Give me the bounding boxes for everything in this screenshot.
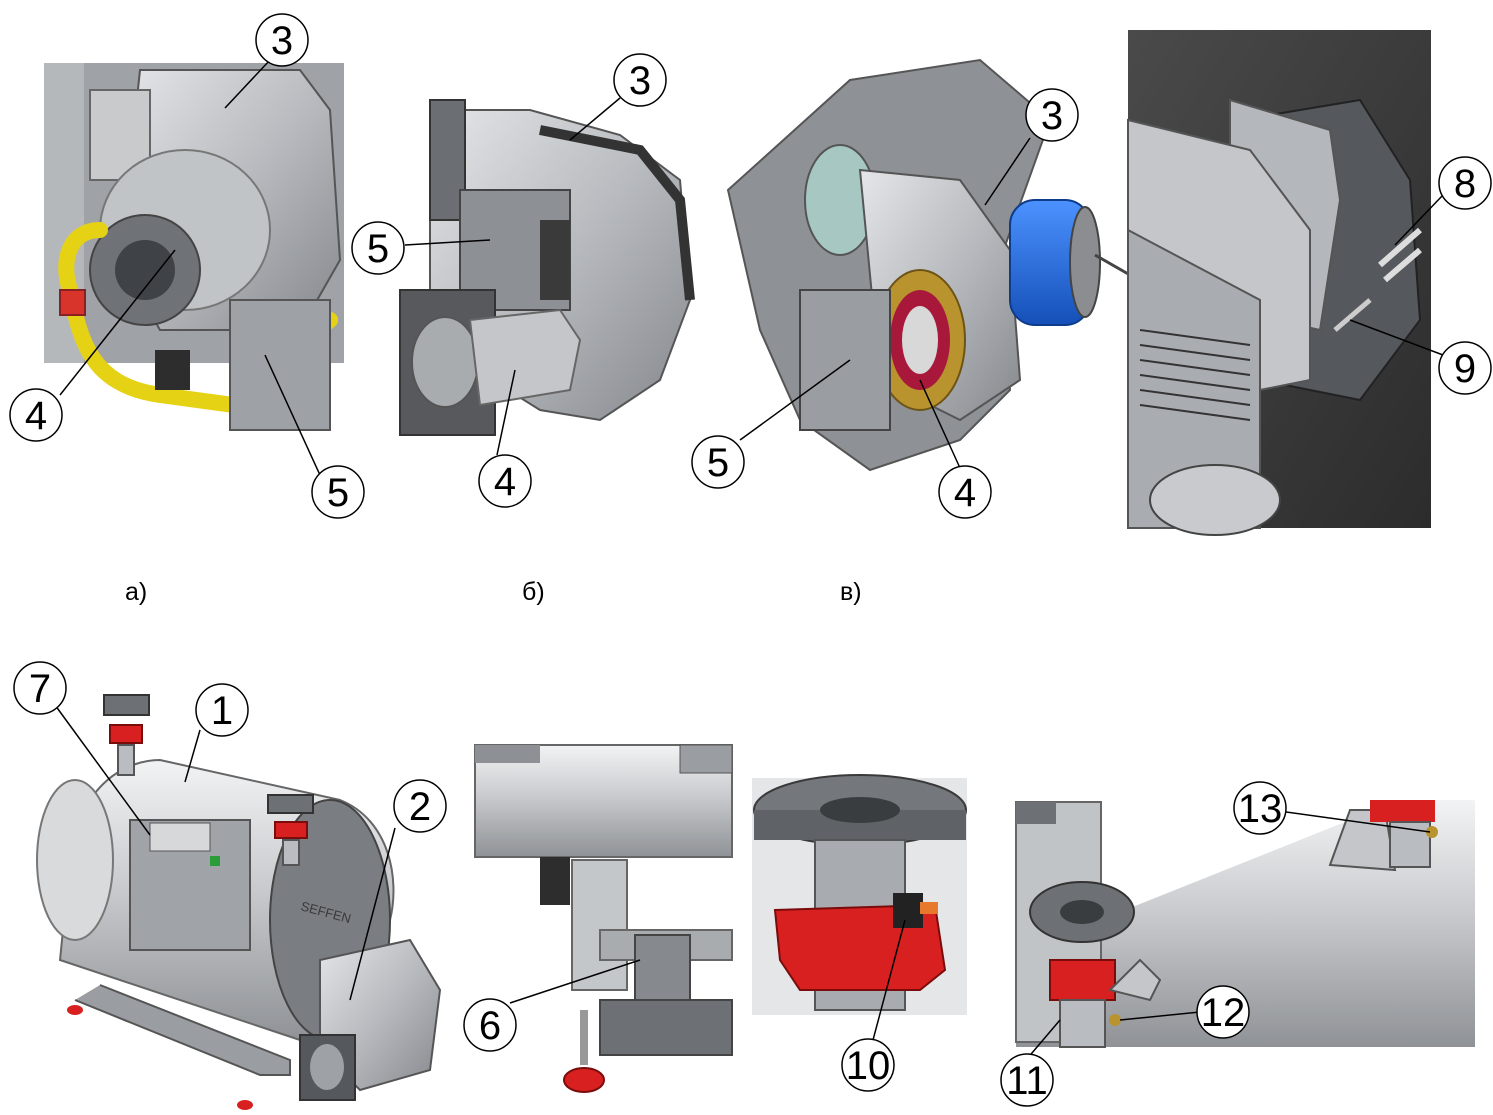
panel-g-sensor-10 — [893, 893, 923, 928]
panel-d-electrode-8 — [1378, 227, 1422, 268]
svg-text:3: 3 — [629, 59, 651, 103]
svg-text:1: 1 — [211, 689, 233, 733]
panel-f-sensor-6 — [634, 934, 691, 1001]
panel-c-burner-view — [726, 58, 1131, 472]
svg-text:4: 4 — [954, 471, 976, 515]
callout-5-panel-c: 5 — [691, 435, 745, 489]
caption-b: б) — [522, 578, 545, 606]
svg-text:2: 2 — [409, 785, 431, 829]
svg-text:5: 5 — [327, 471, 349, 515]
svg-text:9: 9 — [1454, 347, 1476, 391]
svg-text:5: 5 — [707, 441, 729, 485]
panel-d-electrode-9 — [1333, 298, 1372, 332]
panel-f-support-view — [474, 744, 733, 1093]
callout-13: 13 — [1233, 781, 1287, 835]
caption-c: в) — [840, 578, 862, 606]
callout-9: 9 — [1438, 341, 1492, 395]
panel-f-foot — [563, 1067, 605, 1093]
panel-e-base-frame — [74, 984, 291, 1076]
callout-12: 12 — [1196, 985, 1250, 1039]
callout-6: 6 — [463, 998, 517, 1052]
panel-e-flange-left — [103, 694, 150, 716]
panel-e-boiler-assembly: SEFFEN — [36, 694, 442, 1110]
panel-h-port-12 — [1109, 1014, 1121, 1026]
callout-7: 7 — [13, 661, 67, 715]
callout-4-panel-c: 4 — [938, 465, 992, 519]
callout-3-panel-c: 3 — [1025, 88, 1079, 142]
callout-1: 1 — [195, 683, 249, 737]
panel-e-flange-right — [267, 794, 314, 814]
callout-3-panel-b: 3 — [613, 53, 667, 107]
panel-d-detail-view — [1127, 30, 1431, 536]
svg-text:3: 3 — [271, 19, 293, 63]
panel-a-gas-valve — [229, 299, 331, 431]
callout-leaders — [54, 59, 1444, 1061]
panel-h-top-detail — [1015, 800, 1475, 1048]
svg-text:6: 6 — [479, 1004, 501, 1048]
callout-3-panel-a: 3 — [255, 13, 309, 67]
svg-text:4: 4 — [25, 394, 47, 438]
svg-text:4: 4 — [494, 460, 516, 504]
callout-8: 8 — [1438, 156, 1492, 210]
svg-text:13: 13 — [1238, 787, 1283, 831]
callout-4-panel-b: 4 — [478, 454, 532, 508]
callout-5-panel-b: 5 — [351, 221, 405, 275]
svg-text:5: 5 — [367, 227, 389, 271]
svg-text:8: 8 — [1454, 162, 1476, 206]
panel-b-burner-tube — [468, 308, 582, 407]
svg-text:10: 10 — [846, 1044, 891, 1088]
callout-2: 2 — [393, 779, 447, 833]
panel-b-burner-view — [399, 99, 695, 436]
callout-10: 10 — [841, 1038, 895, 1092]
svg-text:3: 3 — [1041, 94, 1063, 138]
panel-g-flange-detail — [752, 774, 967, 1015]
panel-f-support-leg — [571, 859, 628, 991]
callout-4-panel-a: 4 — [9, 388, 63, 442]
caption-a: а) — [125, 578, 148, 606]
svg-text:11: 11 — [1006, 1059, 1048, 1103]
svg-text:12: 12 — [1201, 991, 1246, 1035]
callout-11: 11 — [1000, 1053, 1054, 1107]
panel-c-gas-valve — [799, 289, 891, 431]
svg-text:7: 7 — [29, 667, 51, 711]
panel-a-burner-view — [44, 63, 344, 431]
panel-h-port-13 — [1426, 826, 1438, 838]
callout-5-panel-a: 5 — [311, 465, 365, 519]
